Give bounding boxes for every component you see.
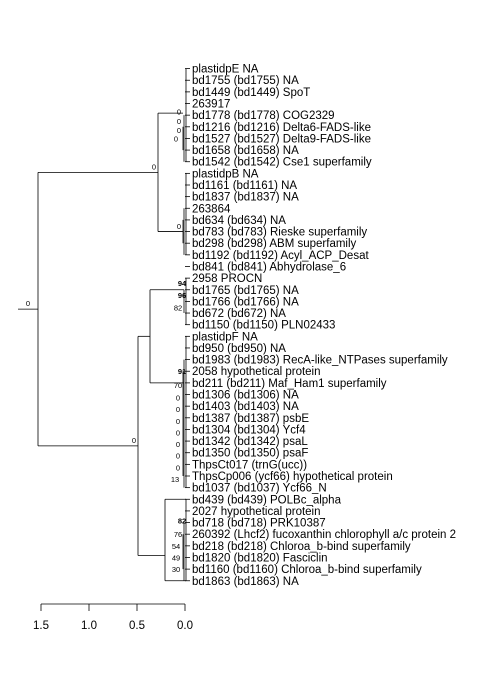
- leaf-label: bd1037 (bd1037) Ycf66_N: [192, 483, 327, 495]
- branch-support-label: 0: [174, 134, 178, 143]
- leaf-label: plastidpB NA: [192, 168, 259, 180]
- leaf-label: ThpsCp006 (ycf66) hypothetical protein: [192, 471, 393, 483]
- leaf-label: bd1306 (bd1306) NA: [192, 390, 299, 402]
- leaf-label: bd1342 (bd1342) psaL: [192, 436, 308, 448]
- leaf-label: bd1150 (bd1150) PLN02433: [192, 320, 335, 332]
- leaf-label: bd1765 (bd1765) NA: [192, 285, 299, 297]
- leaf-label: ThpsCt017 (trnG(ucc)): [192, 459, 307, 471]
- axis-tick-label: 0.0: [177, 620, 193, 632]
- branch-support-label: 0: [176, 463, 180, 472]
- leaf-label: 263864: [192, 203, 231, 215]
- leaf-label: 260392 (Lhcf2) fucoxanthin chlorophyll a…: [192, 529, 456, 541]
- branch-support-label: 0: [176, 440, 180, 449]
- branch-support-label: 94: [178, 279, 187, 288]
- leaf-label: bd950 (bd950) NA: [192, 343, 286, 355]
- leaf-label: bd1658 (bd1658) NA: [192, 145, 299, 157]
- leaf-label: bd718 (bd718) PRK10387: [192, 518, 326, 530]
- leaf-label: 2958 PROCN: [192, 273, 262, 285]
- leaf-label: bd1161 (bd1161) NA: [192, 180, 297, 192]
- branch-support-label: 91: [178, 367, 186, 376]
- branch-support-label: 49: [172, 553, 180, 562]
- branch-support-label: 76: [174, 530, 182, 539]
- branch-support-label: 0: [176, 394, 180, 403]
- leaf-label: bd672 (bd672) NA: [192, 308, 286, 320]
- leaf-label: bd439 (bd439) POLBc_alpha: [192, 494, 342, 506]
- leaf-label: bd1350 (bd1350) psaF: [192, 448, 308, 460]
- leaf-label: bd1192 (bd1192) Acyl_ACP_Desat: [192, 250, 369, 262]
- leaf-label: bd1778 (bd1778) COG2329: [192, 110, 335, 122]
- branch-support-label: 0: [176, 417, 180, 426]
- leaf-label: bd298 (bd298) ABM superfamily: [192, 238, 357, 250]
- branch-support-label: 70: [174, 381, 182, 390]
- branch-support-label: 0: [177, 117, 181, 126]
- branch-support-label: 0: [176, 405, 180, 414]
- leaf-label: bd1766 (bd1766) NA: [192, 296, 299, 308]
- leaf-label: bd634 (bd634) NA: [192, 215, 286, 227]
- branch-support-label: 0: [177, 222, 181, 231]
- branch-support-label: 54: [172, 542, 180, 551]
- branch-support-label: 13: [171, 475, 179, 484]
- branch-support-label: 82: [174, 303, 182, 312]
- branch-support-label: 0: [26, 299, 30, 308]
- leaf-label: bd841 (bd841) Abhydrolase_6: [192, 261, 346, 273]
- branch-support-label: 0: [132, 436, 136, 445]
- leaf-label: bd1160 (bd1160) Chloroa_b-bind superfami…: [192, 564, 422, 576]
- leaf-label: bd1216 (bd1216) Delta6-FADS-like: [192, 122, 371, 134]
- branch-support-label: 0: [176, 452, 180, 461]
- leaf-label: bd1527 (bd1527) Delta9-FADS-like: [192, 133, 371, 145]
- leaf-label: bd1820 (bd1820) Fasciclin: [192, 552, 328, 564]
- scale-axis: 1.5 1.0 0.5 0.0: [33, 603, 193, 632]
- branch-support-label: 0: [176, 428, 180, 437]
- leaf-label: bd1755 (bd1755) NA: [192, 75, 299, 87]
- branch-support-label: 82: [178, 517, 186, 526]
- leaf-label: 263917: [192, 99, 230, 111]
- leaf-label: bd1983 (bd1983) RecA-like_NTPases superf…: [192, 355, 448, 367]
- leaf-label: bd1387 (bd1387) psbE: [192, 413, 309, 425]
- axis-tick-label: 1.0: [81, 620, 97, 632]
- leaf-label: plastidpE NA: [192, 64, 259, 76]
- leaf-label: bd1837 (bd1837) NA: [192, 192, 299, 204]
- leaf-label: bd1304 (bd1304) Ycf4: [192, 424, 306, 436]
- axis-tick-label: 1.5: [33, 620, 49, 632]
- branch-support-label: 0: [177, 108, 181, 117]
- branch-support-label: 0: [152, 162, 156, 171]
- leaf-label: bd218 (bd218) Chloroa_b-bind superfamily: [192, 541, 411, 553]
- axis-tick-label: 0.5: [129, 620, 145, 632]
- branch-support-label: 96: [178, 291, 186, 300]
- leaf-label: plastidpF NA: [192, 331, 258, 343]
- branch-support-label: 30: [172, 565, 180, 574]
- leaf-label: bd1863 (bd1863) NA: [192, 576, 299, 588]
- tree-edges: [18, 68, 190, 582]
- leaf-label: 2027 hypothetical protein: [192, 506, 321, 518]
- leaf-label: bd1403 (bd1403) NA: [192, 401, 299, 413]
- leaf-label: bd1449 (bd1449) SpoT: [192, 87, 310, 99]
- leaf-label: bd783 (bd783) Rieske superfamily: [192, 227, 367, 239]
- branch-support-label: 0: [177, 126, 181, 135]
- leaf-label: 2058 hypothetical protein: [192, 366, 321, 378]
- leaf-label: bd1542 (bd1542) Cse1 superfamily: [192, 157, 372, 169]
- leaf-label: bd211 (bd211) Maf_Ham1 superfamily: [192, 378, 387, 390]
